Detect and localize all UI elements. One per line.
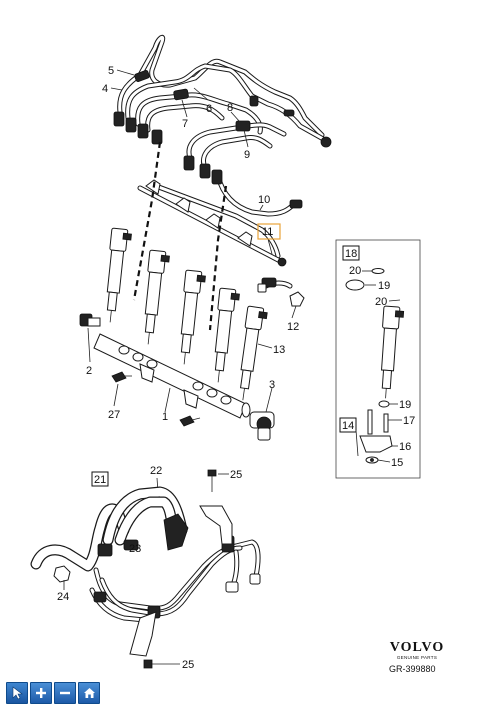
callout-20b: 20 [375, 296, 387, 308]
callout-9: 9 [244, 149, 250, 161]
return-line [137, 179, 293, 289]
volvo-logo: VOLVO GENUINE PARTS [387, 641, 447, 661]
callout-20a: 20 [349, 265, 361, 277]
callout-23: 23 [129, 543, 141, 555]
callout-12: 12 [287, 321, 299, 333]
zoom-in-button[interactable] [30, 682, 52, 704]
lower-assembly: 21 22 25 23 [30, 465, 261, 671]
callout-14: 14 [342, 420, 354, 432]
inset-panel: 18 20 19 20 19 17 14 16 15 [335, 239, 421, 479]
part-3 [249, 411, 275, 441]
fuel-rail [93, 333, 251, 419]
highlight-box [257, 223, 281, 240]
callout-25b: 25 [182, 659, 194, 671]
logo-tagline: GENUINE PARTS [396, 655, 438, 660]
alignment-line [208, 185, 228, 331]
callout-19a: 19 [378, 280, 390, 292]
callout-2: 2 [86, 365, 92, 377]
callout-16: 16 [399, 441, 411, 453]
leader-lines [87, 69, 297, 413]
callout-11: 11 [262, 226, 273, 238]
callout-24: 24 [57, 591, 69, 603]
callout-15: 15 [391, 457, 403, 469]
home-icon [83, 688, 95, 698]
callout-19b: 19 [399, 399, 411, 411]
part-12 [289, 291, 305, 307]
callout-25a: 25 [230, 469, 242, 481]
callout-3: 3 [269, 379, 275, 391]
callout-17: 17 [403, 415, 415, 427]
callouts: 5 4 7 6 8 9 10 11 12 13 3 1 2 27 [86, 65, 299, 423]
minus-icon [60, 691, 70, 695]
injectors [106, 227, 268, 401]
logo-text: VOLVO [389, 640, 445, 655]
part-2 [79, 313, 101, 327]
zoom-out-button[interactable] [54, 682, 76, 704]
callout-8: 8 [227, 102, 233, 114]
callout-21: 21 [94, 474, 106, 486]
callout-18: 18 [345, 248, 357, 260]
callout-27: 27 [108, 409, 120, 421]
fuel-pipes [113, 34, 332, 259]
callout-13: 13 [273, 344, 285, 356]
callout-10: 10 [258, 194, 270, 206]
callout-1: 1 [162, 411, 168, 423]
callout-5: 5 [108, 65, 114, 77]
pointer-button[interactable] [6, 682, 28, 704]
part-11 [257, 277, 277, 293]
callout-4: 4 [102, 83, 108, 95]
callout-6: 6 [206, 103, 212, 115]
part-27 [111, 371, 201, 427]
callout-22: 22 [150, 465, 162, 477]
pointer-icon [12, 686, 23, 700]
zoom-toolbar [6, 682, 100, 704]
reference-number: GR-399880 [389, 664, 436, 674]
home-button[interactable] [78, 682, 100, 704]
callout-7: 7 [182, 118, 188, 130]
plus-icon [36, 688, 46, 698]
